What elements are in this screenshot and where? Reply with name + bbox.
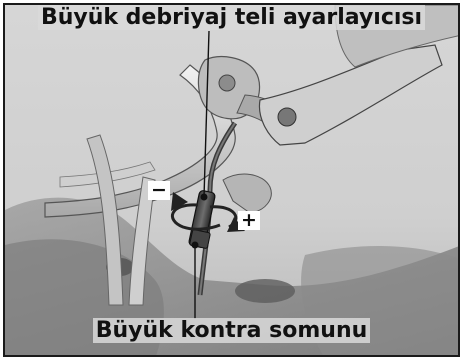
- adjuster-callout-text: Büyük debriyaj teli ayarlayıcısı: [38, 5, 425, 30]
- increase-sign: +: [238, 211, 260, 230]
- illustration-frame: Büyük debriyaj teli ayarlayıcısı Büyük k…: [3, 3, 460, 357]
- clutch-cable-illustration: [5, 5, 460, 357]
- decrease-sign: −: [148, 181, 170, 200]
- lock-nut-callout-text: Büyük kontra somunu: [93, 318, 371, 343]
- adjuster-callout: Büyük debriyaj teli ayarlayıcısı: [5, 6, 458, 30]
- lock-nut-callout: Büyük kontra somunu: [5, 319, 458, 343]
